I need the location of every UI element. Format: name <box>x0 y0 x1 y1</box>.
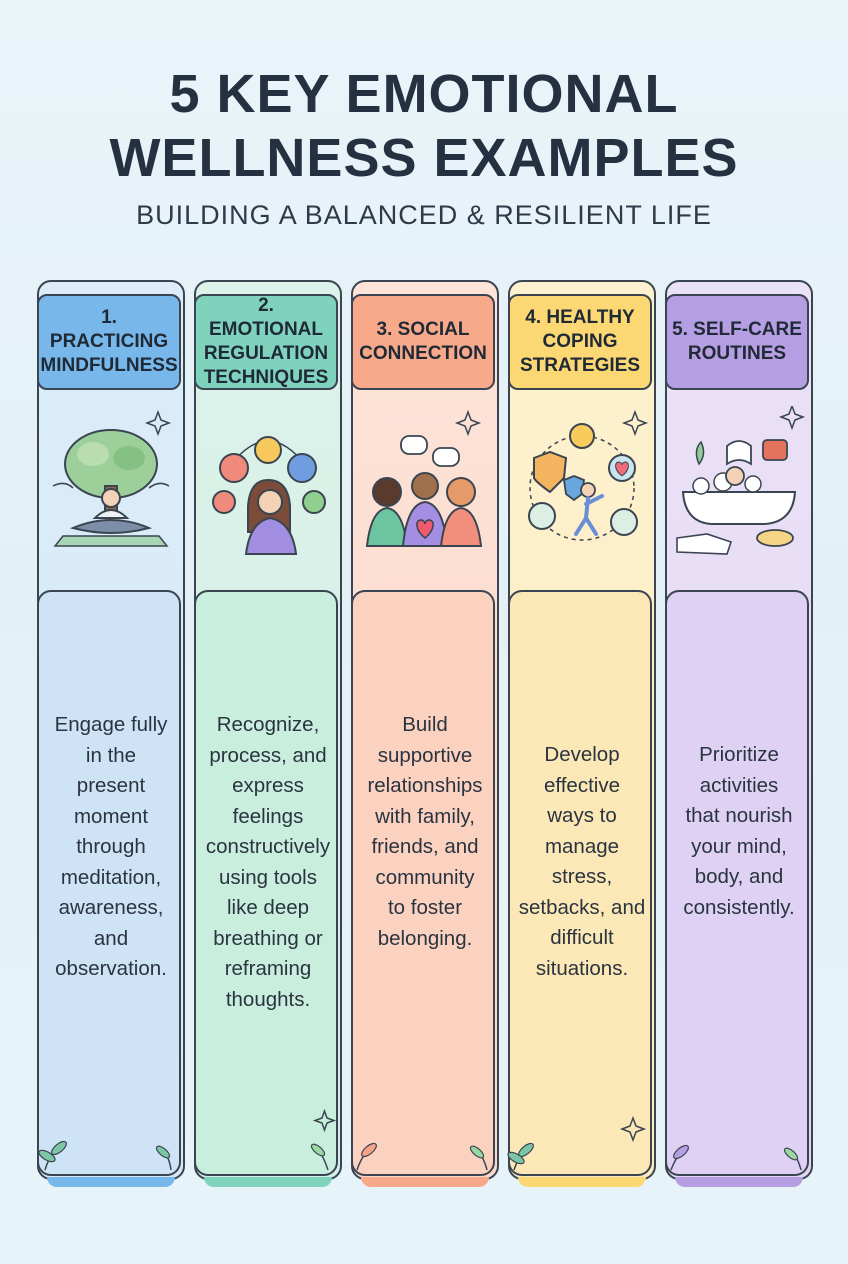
column-heading: 5. SELF-CARE ROUTINES <box>665 294 809 390</box>
color-bar <box>361 1177 489 1187</box>
color-bar <box>675 1177 803 1187</box>
title-line-2: WELLNESS EXAMPLES <box>109 128 739 188</box>
column-heading: 3. SOCIAL CONNECTION <box>351 294 495 390</box>
meditating-person-under-tree-icon <box>52 409 172 547</box>
leaf-sprig-icon <box>670 1144 802 1171</box>
leaf-sprig-icon <box>356 1142 488 1171</box>
color-bar <box>204 1177 332 1187</box>
column-description: Recognize, process, and express feelings… <box>205 713 331 1011</box>
description-card <box>665 590 809 1176</box>
column-coping: 4. HEALTHY COPING STRATEGIES Develop eff… <box>507 280 656 1188</box>
relaxing-bath-self-care-icon <box>676 406 806 555</box>
leaf-sprig-icon <box>507 1115 647 1171</box>
group-of-friends-heart-icon <box>365 409 483 547</box>
leaf-sprig-icon <box>310 1108 337 1171</box>
column-heading: 2. EMOTIONAL REGULATION TECHNIQUES <box>194 294 338 390</box>
description-card <box>351 590 495 1176</box>
column-mindfulness: 1. PRACTICING MINDFULNESS Engage fully i… <box>37 280 185 1188</box>
leaf-sprig-icon <box>38 1140 172 1171</box>
page-title: 5 KEY EMOTIONAL WELLNESS EXAMPLES <box>0 62 848 190</box>
description-card <box>37 590 181 1176</box>
description-card <box>194 590 338 1176</box>
column-description: Prioritize activities that nourish your … <box>683 743 795 919</box>
page-subtitle: BUILDING A BALANCED & RESILIENT LIFE <box>136 200 712 230</box>
color-bar <box>47 1177 175 1187</box>
column-social: 3. SOCIAL CONNECTION Build supportive re… <box>351 280 499 1188</box>
coping-strategies-circle-icon <box>528 409 649 541</box>
title-line-1: 5 KEY EMOTIONAL <box>169 64 679 124</box>
column-description: Engage fully in the present moment throu… <box>54 713 168 980</box>
person-with-emotion-faces-icon <box>212 436 326 555</box>
column-heading: 1. PRACTICING MINDFULNESS <box>37 294 181 390</box>
column-description: Build supportive relationships with fami… <box>367 713 483 950</box>
column-heading: 4. HEALTHY COPING STRATEGIES <box>508 294 652 390</box>
column-description: Develop effective ways to manage stress,… <box>518 743 646 980</box>
column-selfcare: 5. SELF-CARE ROUTINES Prioritize activit… <box>665 280 813 1188</box>
color-bar <box>518 1177 646 1187</box>
column-regulation: 2. EMOTIONAL REGULATION TECHNIQUES Recog… <box>194 280 342 1188</box>
description-card <box>508 590 652 1176</box>
